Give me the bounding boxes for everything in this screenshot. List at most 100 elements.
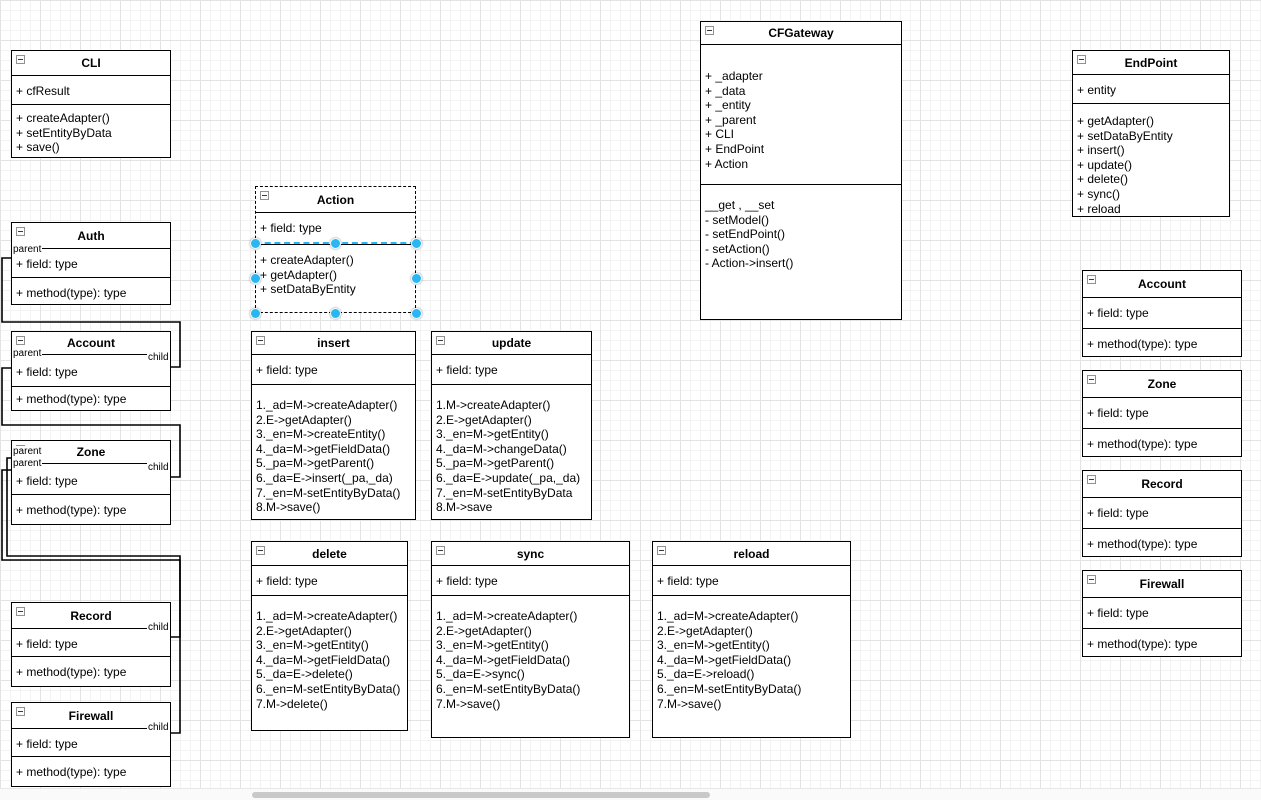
collapse-minus-icon[interactable] [1087,375,1096,384]
class-box-account-left[interactable]: Account+ field: type+ method(type): type [11,331,171,411]
attributes-compartment[interactable]: + field: type [252,565,407,595]
horizontal-scrollbar-thumb[interactable] [252,792,710,798]
methods-compartment[interactable]: + method(type): type [1083,328,1241,356]
class-box-account-right[interactable]: Account+ field: type+ method(type): type [1082,270,1242,357]
class-header-firewall-left[interactable]: Firewall [12,703,170,728]
attributes-compartment[interactable]: + _adapter+ _data+ _entity+ _parent+ CLI… [701,44,901,184]
collapse-minus-icon[interactable] [256,336,265,345]
selection-handle[interactable] [410,272,422,284]
edge-label-child[interactable]: child [147,622,170,633]
methods-compartment[interactable]: 1._ad=M->createAdapter()2.E->getAdapter(… [653,595,850,737]
methods-compartment[interactable]: + method(type): type [12,756,170,786]
attributes-compartment[interactable]: + field: type [12,628,170,656]
class-box-auth[interactable]: Auth+ field: type+ method(type): type [11,222,171,305]
attributes-compartment[interactable]: + field: type [256,212,415,244]
class-header-insert[interactable]: insert [252,332,415,354]
methods-compartment[interactable]: + method(type): type [12,277,170,304]
class-header-account-right[interactable]: Account [1083,271,1241,297]
class-header-auth[interactable]: Auth [12,223,170,248]
class-header-sync[interactable]: sync [432,542,629,565]
attributes-compartment[interactable]: + field: type [432,565,629,595]
methods-compartment[interactable]: + method(type): type [1083,428,1241,456]
methods-compartment[interactable]: __get , __set- setModel()- setEndPoint()… [701,184,901,319]
attributes-compartment[interactable]: + field: type [1083,497,1241,528]
methods-compartment[interactable]: 1._ad=M->createAdapter()2.E->getAdapter(… [432,595,629,737]
class-header-reload[interactable]: reload [653,542,850,565]
attributes-compartment[interactable]: + field: type [12,248,170,277]
selection-handle[interactable] [330,237,341,249]
collapse-minus-icon[interactable] [256,546,265,555]
methods-compartment[interactable]: + method(type): type [1083,528,1241,556]
collapse-minus-icon[interactable] [16,55,25,64]
class-box-record-right[interactable]: Record+ field: type+ method(type): type [1082,470,1242,557]
class-box-record-left[interactable]: Record+ field: type+ method(type): type [11,602,171,687]
attributes-compartment[interactable]: + entity [1073,74,1229,103]
methods-compartment[interactable]: + method(type): type [1083,628,1241,656]
attributes-compartment[interactable]: + field: type [12,354,170,386]
selection-handle[interactable] [410,307,422,319]
edge-label-parent[interactable]: parent [12,458,43,469]
attributes-compartment[interactable]: + field: type [1083,297,1241,328]
attributes-compartment[interactable]: + field: type [12,463,170,494]
class-header-account-left[interactable]: Account [12,332,170,354]
methods-compartment[interactable]: 1.M->createAdapter()2.E->getAdapter()3._… [432,384,591,519]
attributes-compartment[interactable]: + field: type [653,565,850,595]
collapse-minus-icon[interactable] [436,336,445,345]
collapse-minus-icon[interactable] [260,191,269,200]
selection-handle[interactable] [249,272,261,284]
collapse-minus-icon[interactable] [16,607,25,616]
edge-label-parent[interactable]: parent [12,244,43,255]
class-header-firewall-right[interactable]: Firewall [1083,571,1241,597]
edge-label-child[interactable]: child [147,462,170,473]
collapse-minus-icon[interactable] [1087,575,1096,584]
attributes-compartment[interactable]: + cfResult [12,75,170,104]
attributes-compartment[interactable]: + field: type [1083,397,1241,428]
class-header-record-right[interactable]: Record [1083,471,1241,497]
collapse-minus-icon[interactable] [1087,275,1096,284]
attributes-compartment[interactable]: + field: type [252,354,415,384]
selection-handle[interactable] [249,237,261,249]
class-box-cli[interactable]: CLI+ cfResult+ createAdapter()+ setEntit… [11,50,171,158]
collapse-minus-icon[interactable] [16,707,25,716]
edge-label-parent[interactable]: parent [12,446,43,457]
selection-handle[interactable] [410,237,422,249]
methods-compartment[interactable]: + method(type): type [12,386,170,410]
collapse-minus-icon[interactable] [1087,475,1096,484]
methods-compartment[interactable]: + createAdapter()+ setEntityByData+ save… [12,104,170,157]
edge-label-child[interactable]: child [147,722,170,733]
class-header-endpoint[interactable]: EndPoint [1073,51,1229,74]
methods-compartment[interactable]: + createAdapter()+ getAdapter()+ setData… [256,244,415,312]
class-header-cli[interactable]: CLI [12,51,170,75]
class-header-delete[interactable]: delete [252,542,407,565]
methods-compartment[interactable]: + method(type): type [12,656,170,686]
class-box-firewall-left[interactable]: Firewall+ field: type+ method(type): typ… [11,702,171,787]
methods-compartment[interactable]: + method(type): type [12,494,170,524]
edge-label-parent[interactable]: parent [12,348,43,359]
class-box-firewall-right[interactable]: Firewall+ field: type+ method(type): typ… [1082,570,1242,657]
class-header-update[interactable]: update [432,332,591,354]
class-header-zone-right[interactable]: Zone [1083,371,1241,397]
methods-compartment[interactable]: 1._ad=M->createAdapter()2.E->getAdapter(… [252,384,415,519]
methods-compartment[interactable]: + getAdapter()+ setDataByEntity+ insert(… [1073,103,1229,216]
class-box-action[interactable]: Action+ field: type+ createAdapter()+ ge… [255,186,416,313]
edge-label-child[interactable]: child [147,352,170,363]
collapse-minus-icon[interactable] [1077,55,1086,64]
attributes-compartment[interactable]: + field: type [12,728,170,756]
methods-compartment[interactable]: 1._ad=M->createAdapter()2.E->getAdapter(… [252,595,407,730]
collapse-minus-icon[interactable] [657,546,666,555]
class-header-cfgateway[interactable]: CFGateway [701,22,901,44]
class-header-action[interactable]: Action [256,187,415,212]
collapse-minus-icon[interactable] [16,227,25,236]
collapse-minus-icon[interactable] [436,546,445,555]
class-header-record-left[interactable]: Record [12,603,170,628]
class-box-cfgateway[interactable]: CFGateway+ _adapter+ _data+ _entity+ _pa… [700,21,902,320]
attributes-compartment[interactable]: + field: type [1083,597,1241,628]
class-box-endpoint[interactable]: EndPoint+ entity+ getAdapter()+ setDataB… [1072,50,1230,217]
selection-handle[interactable] [249,307,261,319]
class-box-zone-right[interactable]: Zone+ field: type+ method(type): type [1082,370,1242,457]
selection-handle[interactable] [330,307,341,319]
